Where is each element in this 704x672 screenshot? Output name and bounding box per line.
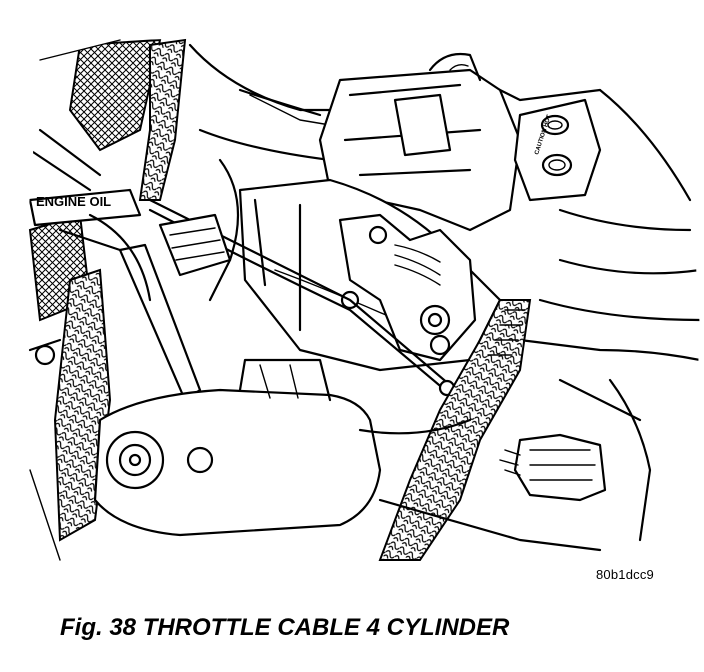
wire-harness-right	[378, 299, 532, 561]
wire-harness-left	[138, 38, 187, 201]
dipstick-tube	[28, 188, 142, 227]
grille-mesh-upper	[68, 38, 162, 152]
engine-bay-lines: CAUTION HOT	[28, 38, 700, 561]
engine-oil-label: ENGINE OIL	[36, 194, 111, 209]
caution-reservoir	[513, 98, 602, 202]
throttle-cable	[148, 198, 452, 387]
figure-reference-code: 80b1dcc9	[596, 567, 654, 582]
coolant-hose	[118, 243, 202, 402]
belt-cover	[93, 388, 382, 537]
figure-caption: Fig. 38 THROTTLE CABLE 4 CYLINDER	[60, 614, 510, 641]
electrical-connector	[513, 433, 607, 502]
engine-bay-illustration: CAUTION HOT	[28, 38, 700, 561]
